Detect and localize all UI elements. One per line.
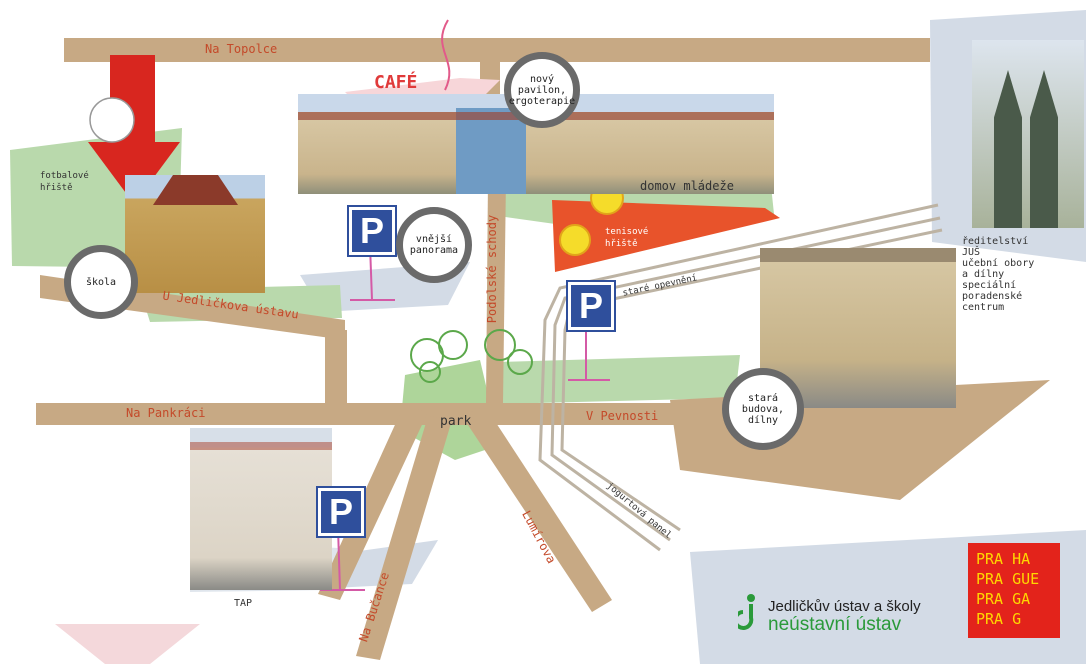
tennis-ball-2	[559, 224, 591, 256]
street-v-pevnosti: V Pevnosti	[586, 409, 659, 423]
road-na-bucance-left	[318, 405, 428, 600]
circle-skola: škola	[64, 245, 138, 319]
circle-novy-pavilon: nový pavilon, ergoterapie	[504, 52, 580, 128]
label-fotbalove-hriste: fotbalové hřiště	[40, 171, 89, 193]
street-podolske-schody: Podolské schody	[485, 214, 500, 324]
logo-line1: Jedličkův ústav a školy	[768, 598, 921, 615]
parking-pole-2	[568, 325, 610, 381]
photo-tap-building	[190, 428, 332, 590]
road-podolske	[486, 178, 506, 403]
photo-school-building	[125, 175, 265, 293]
line-stare-opevneni-1	[538, 203, 939, 552]
circle-vnejsi-panorama: vnější panorama	[396, 207, 472, 283]
jedlickuv-logo-icon	[733, 594, 755, 630]
tennis-court	[552, 200, 780, 272]
parking-pole-3	[320, 527, 365, 591]
park-trees	[410, 329, 533, 383]
photo-cathedral	[972, 40, 1084, 228]
label-tenisove-hriste: tenisové hřiště	[605, 227, 649, 249]
parking-sign-1: P	[347, 205, 397, 257]
road-west-connector	[325, 330, 347, 403]
label-novy-pavilon: nový pavilon, ergoterapie	[508, 73, 576, 107]
label-cafe: CAFÉ	[374, 72, 418, 93]
jedlickuv-logo: Jedličkův ústav a školy neústavní ústav	[733, 592, 921, 636]
bottom-emblem	[55, 624, 200, 664]
cafe-steam	[441, 19, 451, 91]
label-park: park	[440, 414, 472, 429]
street-na-topolce: Na Topolce	[205, 42, 278, 56]
praha-badge: PRA HA PRA GUE PRA GA PRA G	[968, 543, 1060, 638]
road-na-pankraci	[36, 403, 690, 425]
road-lumirova	[462, 406, 612, 612]
line-stare-opevneni-3	[560, 228, 943, 532]
label-vnejsi-panorama: vnější panorama	[409, 234, 459, 256]
line-stare-opevneni-2	[550, 216, 941, 542]
logo-line2: neústavní ústav	[768, 614, 902, 635]
green-area-south-stairs	[498, 355, 740, 404]
label-reditelstvi: ředitelství JUŠ učební obory a dílny spe…	[962, 236, 1035, 313]
label-skola: škola	[85, 276, 117, 288]
circle-stara-budova: stará budova, dílny	[722, 368, 804, 450]
parking-sign-3: P	[316, 486, 366, 538]
label-stara-budova: stará budova, dílny	[741, 392, 785, 426]
street-na-pankraci: Na Pankráci	[126, 406, 206, 420]
parking-sign-2: P	[566, 280, 616, 332]
label-tap: TAP	[234, 598, 253, 609]
football-doodle	[89, 97, 135, 143]
road-na-bucance	[356, 416, 452, 660]
label-domov-mladeze: domov mládeže	[640, 179, 734, 193]
